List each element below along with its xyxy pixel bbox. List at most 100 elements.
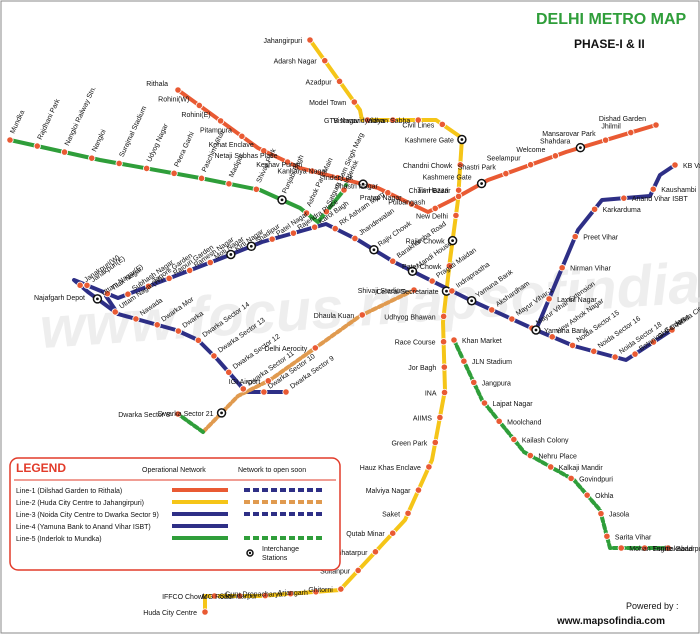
station-guru-dronacharya xyxy=(286,590,295,598)
station-label-guru-dronacharya: Guru Dronacharya xyxy=(225,592,283,599)
station-label-jor-bagh: Jor Bagh xyxy=(408,365,436,372)
station-label-gtb-nagar: GTB Nagar xyxy=(324,118,360,125)
station-jln-stadium xyxy=(460,357,468,365)
station-rohini-e xyxy=(216,117,225,125)
station-label-shahdara: Shahdara xyxy=(540,139,570,146)
station-label-moolchand: Moolchand xyxy=(507,419,541,426)
station-netaji-subhas-place xyxy=(283,158,292,166)
interchange-dot-dwarka-sector-21 xyxy=(220,411,223,415)
station-sarita-vihar xyxy=(603,532,611,540)
station-shivaji-stadium xyxy=(410,286,418,294)
station-label-dhaula-kuan: Dhaula Kuan xyxy=(314,313,355,320)
station-rk-ashram-marg xyxy=(331,225,339,233)
station-pulbangash xyxy=(431,204,439,212)
station-kohat-enclave xyxy=(260,147,268,155)
station-aiims xyxy=(436,413,444,422)
station-peera-garhi xyxy=(170,169,178,177)
route-line3 xyxy=(72,222,674,394)
station-rajendra-place xyxy=(289,229,298,237)
station-label-sarita-vihar: Sarita Vihar xyxy=(615,534,652,541)
station-label-kohat-enclave: Kohat Enclave xyxy=(209,142,254,149)
station-label-lajpat-nagar: Lajpat Nagar xyxy=(492,401,533,408)
station-label-vidhan-sabha: Vidhan Sabha xyxy=(366,118,410,125)
station-label-mohan-estate: Mohan Estate xyxy=(629,546,672,553)
legend-row-label: Line-2 (Huda City Centre to Jahangirpuri… xyxy=(16,500,144,507)
station-ina xyxy=(440,388,449,397)
station-label-keshav-puram: Keshav Puram xyxy=(256,162,302,169)
station-udhyog-bhawan xyxy=(440,312,448,320)
station-jangpura xyxy=(470,378,478,386)
station-label-hauz-khas-enclave: Hauz Khas Enclave xyxy=(360,465,421,472)
interchange-dot-mandi-house xyxy=(411,269,414,273)
station-dwarka-sector-14 xyxy=(194,336,202,344)
station-label-dwarka-sector-8: Dwarka Sector 8 xyxy=(118,412,170,419)
station-label-igi-airport: IGI Airport xyxy=(229,379,261,386)
station-saket xyxy=(404,509,412,517)
station-pratap-nagar xyxy=(407,200,416,208)
station-label-rajiv-chowk: Rajiv Chowk xyxy=(406,239,445,246)
interchange-dot-yamuna-bank xyxy=(470,299,474,303)
station-kailash-colony xyxy=(510,435,518,444)
station-laxmi-nagar xyxy=(545,295,553,303)
legend-rows: Line-1 (Dilshad Garden to Rithala)Line-2… xyxy=(16,488,322,543)
station-kanhaiya-nagar xyxy=(334,174,342,182)
station-lajpat-nagar xyxy=(480,399,489,407)
station-igi-airport xyxy=(264,377,272,385)
station-label-badarpur: Badarpur xyxy=(676,546,700,553)
station-malviya-nagar xyxy=(414,486,423,494)
route-line1 xyxy=(176,88,658,214)
station-label-ina: INA xyxy=(425,390,437,397)
station-label-azadpur: Azadpur xyxy=(305,79,332,86)
station-label-mg-road: MG Road xyxy=(202,594,232,601)
station-sikandarpur xyxy=(261,592,269,600)
station-label-jln-stadium: JLN Stadium xyxy=(472,359,512,366)
station-chhatarpur xyxy=(371,548,380,556)
station-new-ashok-nagar xyxy=(548,333,556,341)
interchange-dot-punjabi-bagh xyxy=(280,198,284,202)
station-nehru-place xyxy=(526,451,534,460)
interchange-symbol-dot xyxy=(248,551,252,555)
station-label-kb-vaishali: KB Vaishali xyxy=(683,163,700,170)
station-dwarka-sector-11 xyxy=(239,385,247,393)
station-jhilmil xyxy=(627,128,635,137)
station-nangloi xyxy=(88,154,96,162)
station-label-mansarovar-park: Mansarovar Park xyxy=(542,131,596,138)
station-rajdhani-park xyxy=(33,142,41,150)
metro-lines xyxy=(8,38,677,614)
station-label-kaushambi: Kaushambi xyxy=(661,187,696,194)
station-kaushambi xyxy=(649,185,657,193)
station-ghitorni xyxy=(337,585,345,593)
station-iffco-chowk xyxy=(210,592,219,600)
station-label-rithala: Rithala xyxy=(146,81,168,88)
station-satguru-ram-singh-marg xyxy=(322,208,330,216)
station-pitampura xyxy=(238,132,246,140)
station-label-chhatarpur: Chhatarpur xyxy=(332,550,368,557)
station-label-jangpura: Jangpura xyxy=(482,380,511,387)
station-moti-nagar xyxy=(206,258,214,267)
station-green-park xyxy=(431,438,439,447)
interchange-dot-kashmere-gate xyxy=(460,138,464,141)
station-label-pratap-nagar: Pratap Nagar xyxy=(360,195,402,202)
station-dwarka-sector-13 xyxy=(210,352,218,360)
station-label-kashmere-gate: Kashmere Gate xyxy=(405,137,454,144)
station-ramesh-nagar xyxy=(186,266,194,275)
station-label-kalkaji-mandir: Kalkaji Mandir xyxy=(559,465,604,472)
interchange-dot-kashmere-gate xyxy=(480,182,483,185)
station-pragati-maidan xyxy=(428,277,436,285)
station-golf-course xyxy=(649,338,658,346)
station-label-green-park: Green Park xyxy=(391,440,427,447)
station-civil-lines xyxy=(438,120,446,128)
station-uttam-nagar-w xyxy=(111,308,119,316)
station-label-ghitorni: Ghitorni xyxy=(308,587,333,594)
station-label-karkarduma: Karkarduma xyxy=(603,207,641,214)
site-url: www.mapsofindia.com xyxy=(556,616,665,627)
station-label-shastri-park: Shastri Park xyxy=(458,165,497,172)
interchange-dot-uttam-nagar-e xyxy=(96,297,99,301)
station-label-anand-vihar-isbt: Anand Vihar ISBT xyxy=(632,196,689,203)
station-label-khan-market: Khan Market xyxy=(462,338,502,345)
station-label-sikandarpur: Sikandarpur xyxy=(219,594,257,601)
station-label-aiims: AIIMS xyxy=(413,415,432,422)
station-sultanpur xyxy=(354,566,362,575)
route-line2 xyxy=(203,38,464,614)
